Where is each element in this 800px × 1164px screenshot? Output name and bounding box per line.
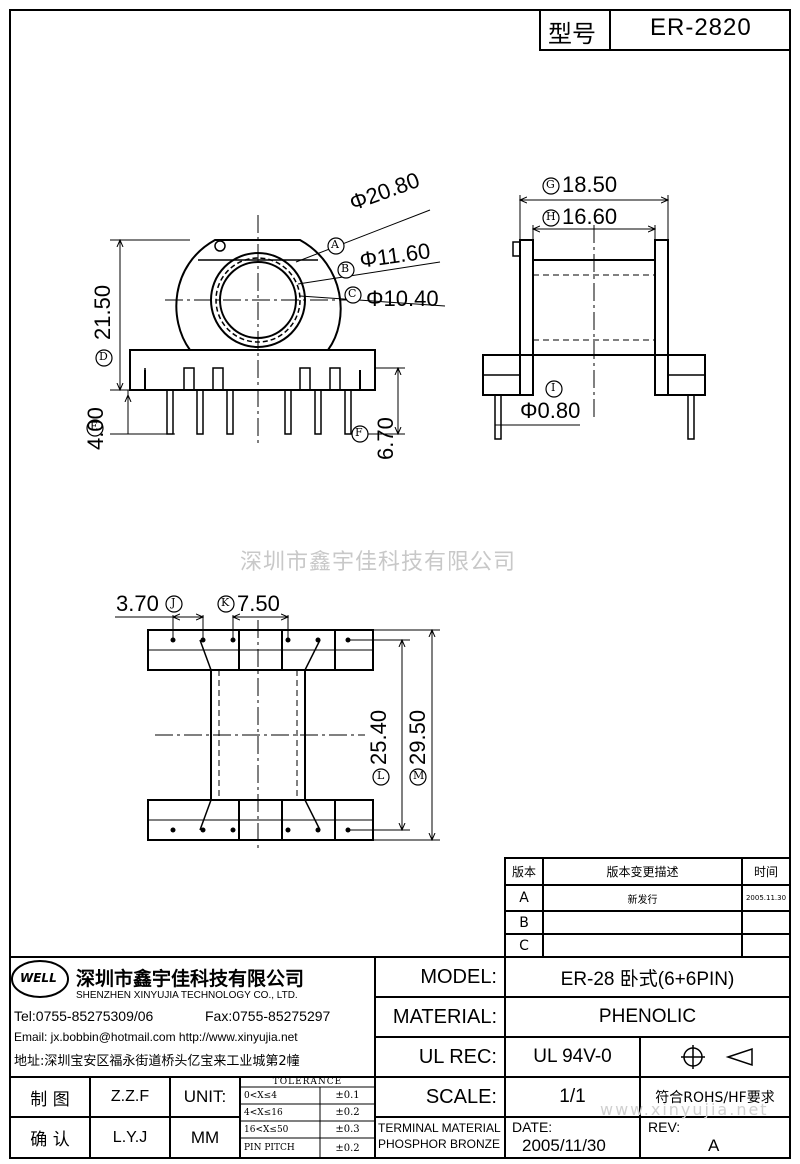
- tolerance-range-2: 4<X≤16: [244, 1107, 283, 1118]
- dim-letter-k: K: [221, 596, 230, 609]
- dim-value-m: 29.50: [405, 709, 430, 765]
- spec-ulrec-label: UL REC:: [418, 1045, 497, 1068]
- rev-row-a-version: A: [519, 890, 529, 906]
- date-value: 2005/11/30: [522, 1136, 606, 1155]
- header-model-label: 型号: [548, 21, 596, 48]
- unit-value: MM: [190, 1127, 220, 1147]
- dim-value-g: 18.50: [562, 172, 618, 197]
- tolerance-title: TOLERANCE: [272, 1077, 343, 1087]
- rev-header-desc: 版本变更描述: [606, 865, 679, 879]
- company-name-en: SHENZHEN XINYUJIA TECHNOLOGY CO., LTD.: [76, 990, 298, 1001]
- dim-letter-a: A: [331, 238, 339, 251]
- company-address: 地址:深圳宝安区福永街道桥头亿宝来工业城第2幢: [14, 1054, 300, 1069]
- dim-letter-c: C: [348, 287, 357, 300]
- spec-ulrec-value: UL 94V-0: [533, 1046, 612, 1067]
- tolerance-range-4: PIN PITCH: [244, 1143, 295, 1153]
- date-label: DATE:: [512, 1119, 553, 1135]
- spec-material-label: MATERIAL:: [392, 1005, 497, 1028]
- side-view: [482, 239, 706, 440]
- rev-header-version: 版本: [511, 865, 536, 879]
- tolerance-range-3: 16<X≤50: [244, 1124, 289, 1135]
- dim-letter-m: M: [413, 769, 425, 782]
- terminal-material-line2: PHOSPHOR BRONZE: [378, 1137, 501, 1151]
- rev-header-date: 时间: [753, 865, 778, 879]
- dim-value-f: 6.70: [373, 417, 398, 460]
- dim-letter-e: E: [90, 420, 99, 433]
- spec-material-value: PHENOLIC: [598, 1006, 697, 1027]
- company-tel: Tel:0755-85275309/06: [14, 1008, 154, 1024]
- confirm-label: 确 认: [30, 1130, 70, 1150]
- terminal-material-line1: TERMINAL MATERIAL: [378, 1121, 501, 1135]
- dim-value-k: 7.50: [237, 591, 280, 616]
- spec-model-value: ER-28 卧式(6+6PIN): [560, 968, 735, 990]
- tolerance-value-4: ±0.2: [335, 1142, 360, 1154]
- draw-value: Z.Z.F: [110, 1088, 150, 1105]
- rev-row-a-date: 2005.11.30: [745, 894, 787, 902]
- dim-letter-j: J: [171, 596, 176, 609]
- dim-letter-h: H: [546, 210, 556, 223]
- dim-value-d: 21.50: [90, 284, 115, 340]
- rohs-note: 符合ROHS/HF要求: [655, 1090, 775, 1106]
- header-model-value: ER-2820: [650, 14, 752, 41]
- dim-letter-l: L: [377, 769, 385, 782]
- rev-row-c-version: C: [519, 937, 529, 954]
- rev-row-a-desc: 新发行: [627, 894, 658, 906]
- company-name-cn: 深圳市鑫宇佳科技有限公司: [76, 968, 305, 990]
- spec-scale-label: SCALE:: [425, 1085, 497, 1108]
- spec-model-label: MODEL:: [420, 965, 497, 988]
- company-email: Email: jx.bobbin@hotmail.com http://www.…: [14, 1030, 298, 1044]
- tolerance-value-1: ±0.1: [335, 1090, 360, 1101]
- watermark-url: www.xinyujia.net: [600, 1100, 769, 1119]
- ul-mark-icon: [684, 1048, 702, 1066]
- company-fax: Fax:0755-85275297: [205, 1008, 331, 1024]
- tolerance-value-3: ±0.3: [335, 1124, 360, 1135]
- draw-label: 制 图: [30, 1089, 70, 1110]
- rev-label: REV:: [648, 1119, 681, 1135]
- dim-letter-b: B: [341, 262, 350, 275]
- rev-row-b-version: B: [519, 914, 529, 931]
- csa-mark-icon: [726, 1048, 754, 1066]
- tolerance-value-2: ±0.2: [335, 1107, 360, 1118]
- dim-letter-g: G: [546, 178, 555, 191]
- dim-value-l: 25.40: [366, 709, 391, 765]
- confirm-value: L.Y.J: [112, 1128, 148, 1146]
- company-logo: WELL: [20, 971, 57, 985]
- dim-value-j: 3.70: [116, 591, 159, 616]
- dim-letter-d: D: [99, 350, 108, 363]
- spec-scale-value: 1/1: [559, 1086, 586, 1107]
- rev-value: A: [708, 1136, 720, 1155]
- dim-letter-f: F: [355, 426, 363, 439]
- dim-letter-i: I: [551, 381, 556, 394]
- dim-value-c: Φ10.40: [366, 286, 439, 311]
- dim-value-i: Φ0.80: [520, 398, 581, 423]
- unit-label: UNIT:: [183, 1087, 227, 1106]
- dim-value-e: 4.00: [83, 407, 108, 450]
- tolerance-range-1: 0<X≤4: [244, 1090, 277, 1101]
- watermark-company: 深圳市鑫宇佳科技有限公司: [240, 550, 517, 575]
- dim-value-h: 16.60: [562, 204, 618, 229]
